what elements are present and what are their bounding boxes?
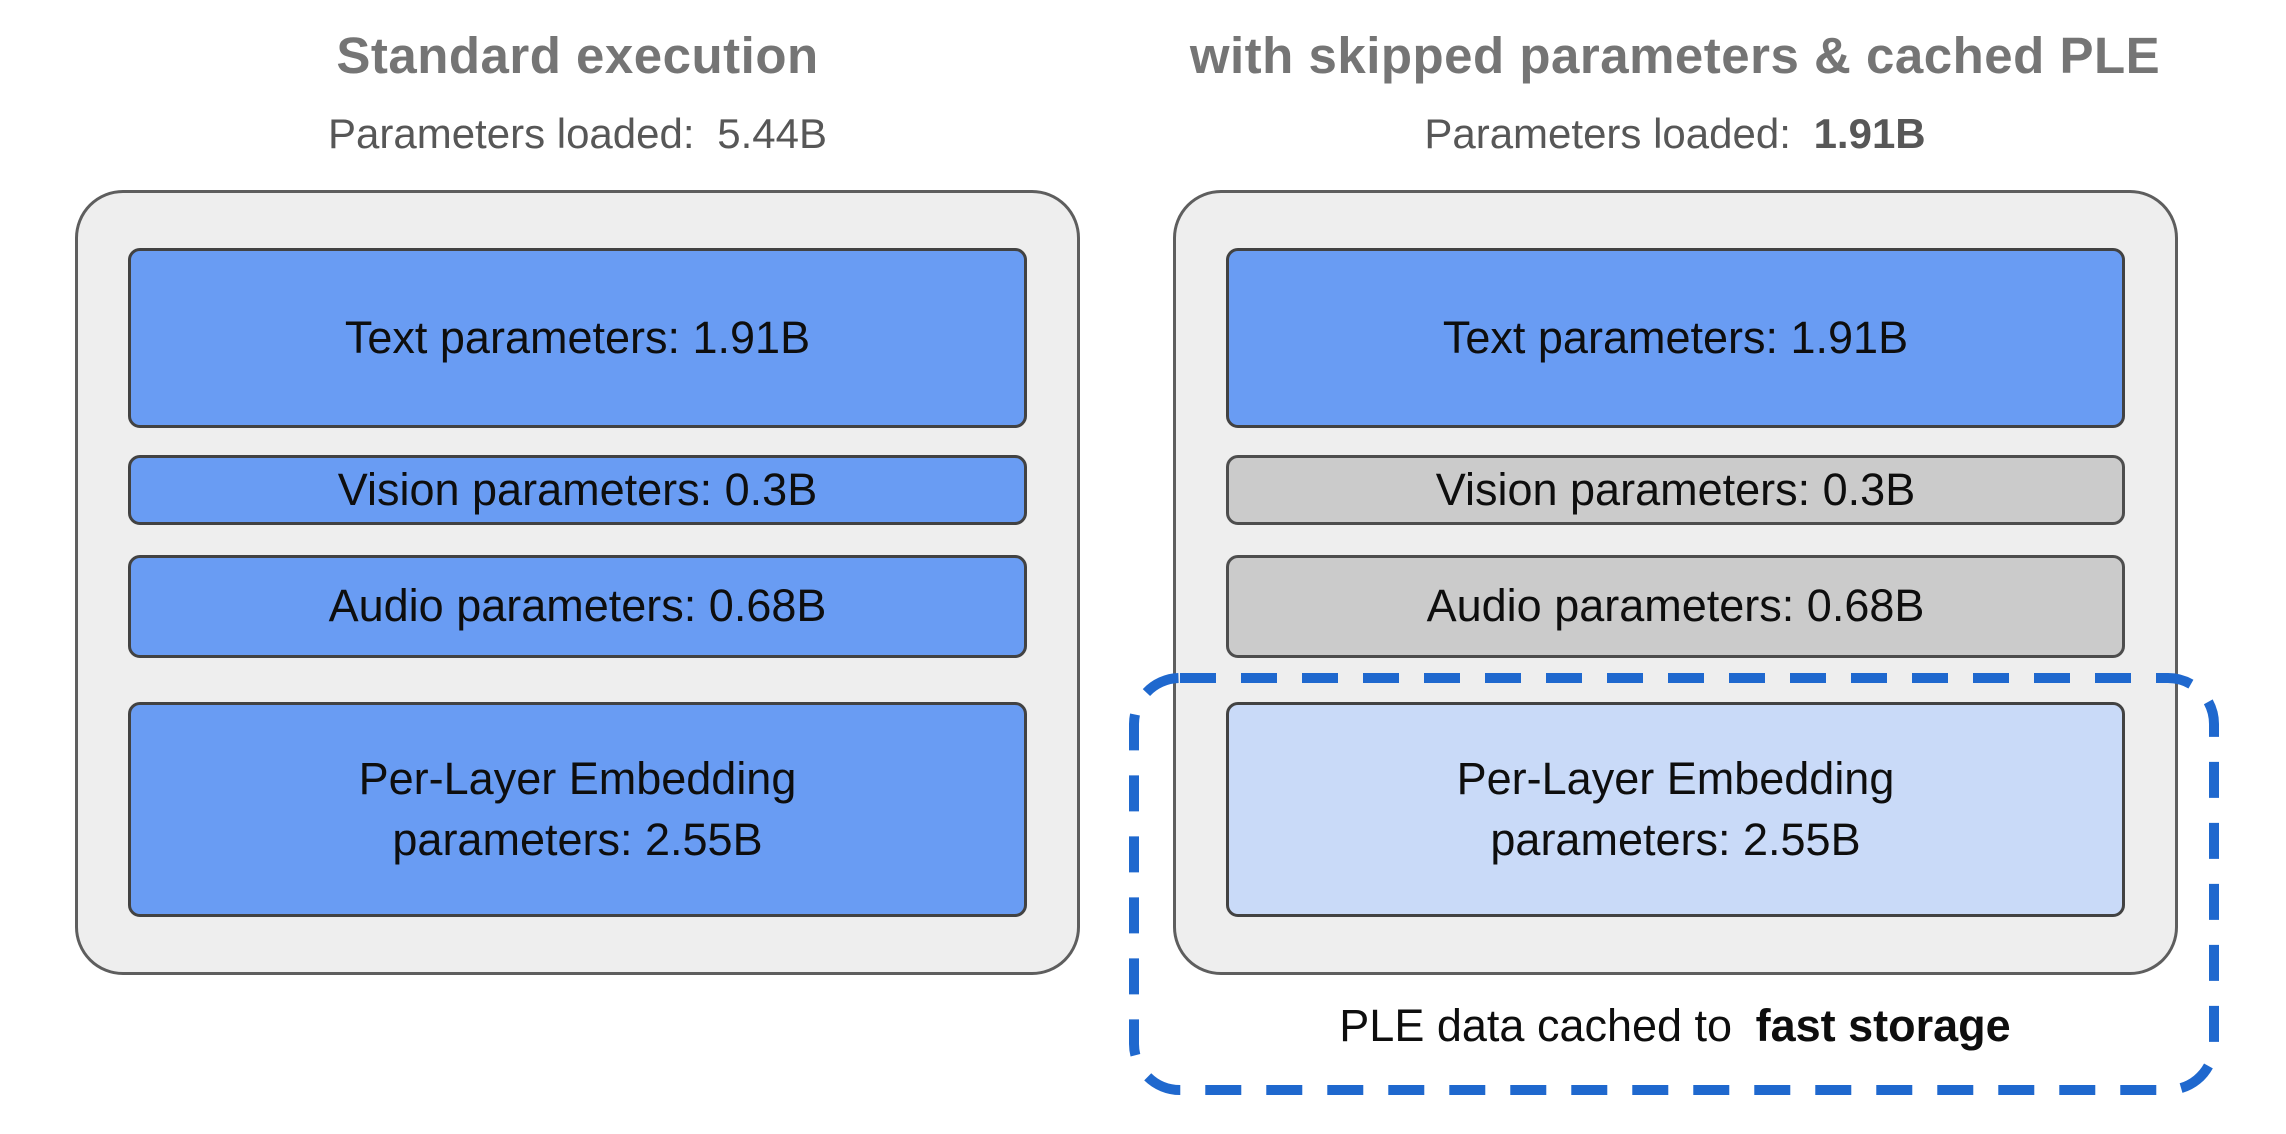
right-panel-title: with skipped parameters & cached PLE: [1189, 27, 2161, 84]
left-audio-parameters-label: Audio parameters: 0.68B: [328, 580, 827, 632]
ple-cache-note-prefix: PLE data cached to: [1339, 1000, 1733, 1051]
left-audio-parameters-box: Audio parameters: 0.68B: [128, 555, 1027, 658]
left-model-container: Text parameters: 1.91B Vision parameters…: [75, 190, 1080, 975]
left-subtitle-value: 5.44B: [717, 110, 827, 157]
right-audio-parameters-label: Audio parameters: 0.68B: [1426, 580, 1925, 632]
right-subtitle-label: Parameters loaded:: [1424, 110, 1791, 157]
ple-cache-note: PLE data cached to fast storage: [1135, 1000, 2215, 1052]
right-ple-parameters-label-line1: Per-Layer Embedding: [1456, 752, 1895, 804]
right-subtitle-value: 1.91B: [1813, 110, 1926, 157]
left-vision-parameters-box: Vision parameters: 0.3B: [128, 455, 1027, 525]
right-ple-parameters-label-line2: parameters: 2.55B: [1490, 813, 1861, 865]
right-ple-parameters-box-cached: Per-Layer Embedding parameters: 2.55B: [1226, 702, 2125, 917]
left-ple-parameters-label-line2: parameters: 2.55B: [392, 813, 763, 865]
right-text-parameters-label: Text parameters: 1.91B: [1442, 311, 1909, 363]
right-panel-subtitle: Parameters loaded: 1.91B: [1173, 110, 2177, 158]
left-ple-parameters-box: Per-Layer Embedding parameters: 2.55B: [128, 702, 1027, 917]
left-vision-parameters-label: Vision parameters: 0.3B: [337, 463, 818, 515]
left-ple-parameters-label-line1: Per-Layer Embedding: [358, 752, 797, 804]
left-panel-subtitle: Parameters loaded: 5.44B: [75, 110, 1080, 158]
left-text-parameters-label: Text parameters: 1.91B: [344, 311, 811, 363]
left-text-parameters-box: Text parameters: 1.91B: [128, 248, 1027, 428]
right-vision-parameters-label: Vision parameters: 0.3B: [1435, 463, 1916, 515]
right-text-parameters-box: Text parameters: 1.91B: [1226, 248, 2125, 428]
left-panel-title: Standard execution: [336, 27, 819, 84]
right-audio-parameters-box-skipped: Audio parameters: 0.68B: [1226, 555, 2125, 658]
right-vision-parameters-box-skipped: Vision parameters: 0.3B: [1226, 455, 2125, 525]
left-subtitle-label: Parameters loaded:: [328, 110, 695, 157]
ple-cache-dashed-outline: [1129, 673, 2219, 1095]
right-model-container: Text parameters: 1.91B Vision parameters…: [1173, 190, 2178, 975]
ple-cache-note-bold: fast storage: [1755, 1000, 2011, 1051]
